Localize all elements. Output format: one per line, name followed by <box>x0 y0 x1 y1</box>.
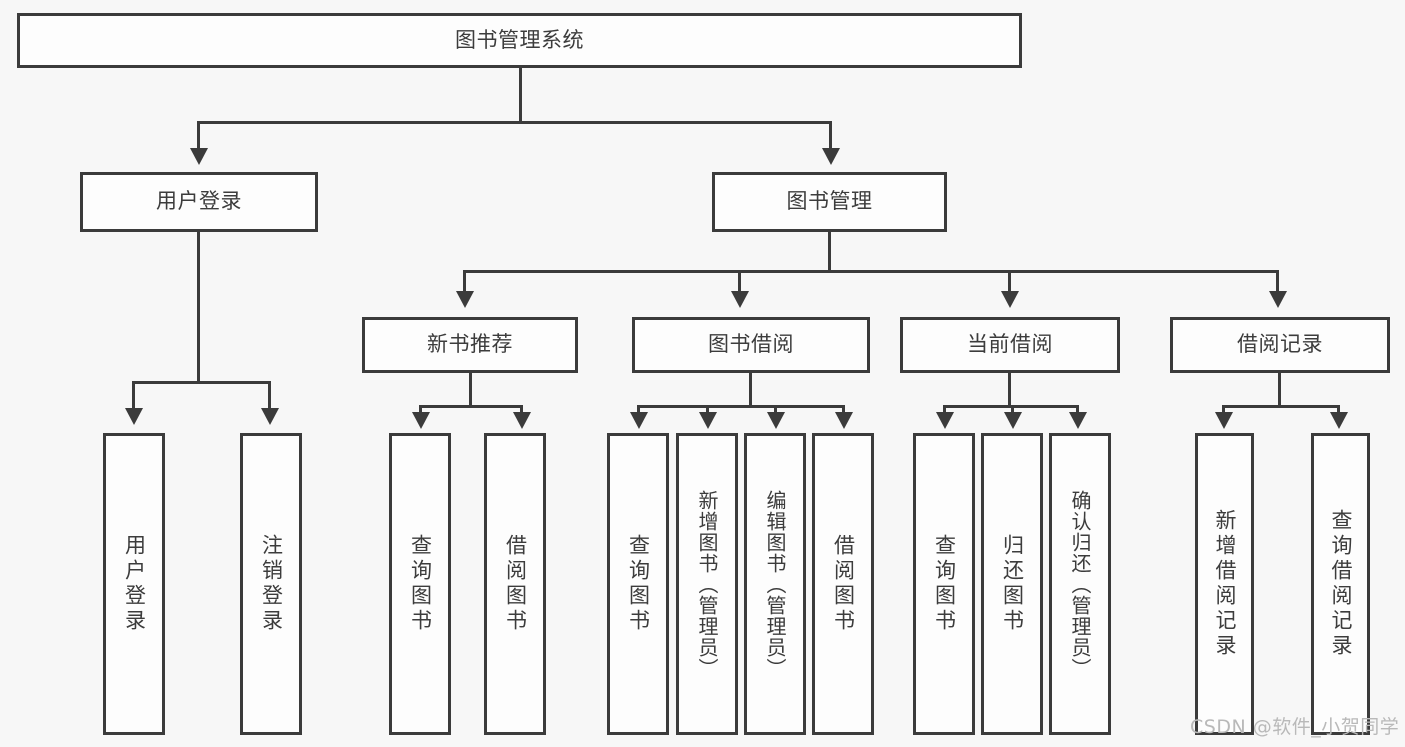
node-label: 用户登录 <box>122 534 147 634</box>
arrow-bb-leaf-1 <box>630 412 648 429</box>
connector-nbr-drop-1 <box>419 405 422 415</box>
node-label: 归还图书 <box>1000 534 1025 634</box>
connector-cb-stem <box>1008 373 1011 408</box>
leaf-br-add-record[interactable]: 新增借阅记录 <box>1195 433 1254 735</box>
node-label: 图书管理 <box>786 189 873 214</box>
node-book-borrow[interactable]: 图书借阅 <box>632 317 870 373</box>
node-label: 查询图书 <box>626 534 651 634</box>
leaf-cb-query-book[interactable]: 查询图书 <box>913 433 975 735</box>
connector-br-drop-2 <box>1337 405 1340 415</box>
node-label: 新书推荐 <box>427 332 513 357</box>
node-user-login[interactable]: 用户登录 <box>80 172 318 232</box>
connector-book-management-stem <box>828 232 831 272</box>
connector-user-login-stem <box>197 232 200 384</box>
node-label: 查询图书 <box>408 534 433 634</box>
connector-cb-drop-1 <box>943 405 946 415</box>
leaf-user-login-user-login[interactable]: 用户登录 <box>103 433 165 735</box>
connector-root-to-user-login <box>197 121 200 151</box>
arrow-bb-leaf-3 <box>767 412 785 429</box>
connector-bb-stem <box>749 373 752 408</box>
node-current-borrow[interactable]: 当前借阅 <box>900 317 1120 373</box>
leaf-user-login-logout[interactable]: 注销登录 <box>240 433 302 735</box>
arrow-bm-to-borrow-record <box>1269 291 1287 308</box>
leaf-nbr-borrow-book[interactable]: 借阅图书 <box>484 433 546 735</box>
arrow-cb-leaf-3 <box>1069 412 1087 429</box>
leaf-nbr-query-book[interactable]: 查询图书 <box>389 433 451 735</box>
node-label: 借阅图书 <box>503 534 528 634</box>
connector-br-drop-1 <box>1222 405 1225 415</box>
connector-bb-drop-1 <box>637 405 640 415</box>
node-label: 新增借阅记录 <box>1213 509 1237 659</box>
connector-bm-drop-2 <box>738 270 741 294</box>
node-label: 当前借阅 <box>967 332 1053 357</box>
node-label: 新增图书（管理员） <box>695 489 719 679</box>
arrow-nbr-leaf-2 <box>513 412 531 429</box>
node-label: 图书借阅 <box>708 332 794 357</box>
arrow-nbr-leaf-1 <box>412 412 430 429</box>
node-label: 确认归还（管理员） <box>1068 489 1092 679</box>
node-borrow-record[interactable]: 借阅记录 <box>1170 317 1390 373</box>
connector-user-login-drop-1 <box>132 381 135 411</box>
node-label: 查询图书 <box>932 534 957 634</box>
arrow-bm-to-new-book-recommend <box>456 291 474 308</box>
connector-bb-drop-4 <box>842 405 845 415</box>
node-label: 编辑图书（管理员） <box>763 489 787 679</box>
arrow-cb-leaf-1 <box>936 412 954 429</box>
node-root-book-management-system[interactable]: 图书管理系统 <box>17 13 1022 68</box>
arrow-root-to-book-management <box>822 148 840 165</box>
node-label: 借阅图书 <box>831 534 856 634</box>
connector-bm-drop-1 <box>463 270 466 294</box>
connector-root-bus <box>197 121 832 124</box>
csdn-watermark: CSDN @软件_小贺同学 <box>1190 716 1400 738</box>
connector-cb-drop-2 <box>1011 405 1014 415</box>
node-new-book-recommend[interactable]: 新书推荐 <box>362 317 578 373</box>
connector-br-bus <box>1222 405 1340 408</box>
connector-bb-drop-2 <box>706 405 709 415</box>
node-label: 图书管理系统 <box>455 27 584 52</box>
connector-user-login-drop-2 <box>268 381 271 411</box>
connector-br-stem <box>1278 373 1281 408</box>
arrow-user-login-leaf-2 <box>261 408 279 425</box>
arrow-cb-leaf-2 <box>1004 412 1022 429</box>
connector-root-to-book-management <box>829 121 832 151</box>
arrow-user-login-leaf-1 <box>125 408 143 425</box>
leaf-br-query-record[interactable]: 查询借阅记录 <box>1311 433 1370 735</box>
connector-nbr-bus <box>419 405 523 408</box>
connector-cb-drop-3 <box>1076 405 1079 415</box>
connector-bb-bus <box>637 405 845 408</box>
node-label: 查询借阅记录 <box>1329 509 1353 659</box>
node-book-management[interactable]: 图书管理 <box>712 172 947 232</box>
connector-bb-drop-3 <box>774 405 777 415</box>
leaf-bb-add-book-admin[interactable]: 新增图书（管理员） <box>676 433 738 735</box>
connector-book-management-bus <box>463 270 1279 273</box>
leaf-cb-return-book[interactable]: 归还图书 <box>981 433 1043 735</box>
leaf-cb-confirm-return-admin[interactable]: 确认归还（管理员） <box>1049 433 1111 735</box>
connector-root-stem <box>519 68 522 121</box>
arrow-bm-to-book-borrow <box>731 291 749 308</box>
connector-nbr-drop-2 <box>520 405 523 415</box>
node-label: 用户登录 <box>156 189 242 214</box>
connector-bm-drop-4 <box>1276 270 1279 294</box>
arrow-bb-leaf-2 <box>699 412 717 429</box>
node-label: 注销登录 <box>259 534 284 634</box>
arrow-bb-leaf-4 <box>835 412 853 429</box>
connector-user-login-bus <box>132 381 270 384</box>
arrow-br-leaf-2 <box>1330 412 1348 429</box>
arrow-root-to-user-login <box>190 148 208 165</box>
leaf-bb-query-book[interactable]: 查询图书 <box>607 433 669 735</box>
leaf-bb-edit-book-admin[interactable]: 编辑图书（管理员） <box>744 433 806 735</box>
arrow-bm-to-current-borrow <box>1001 291 1019 308</box>
leaf-bb-borrow-book[interactable]: 借阅图书 <box>812 433 874 735</box>
node-label: 借阅记录 <box>1237 332 1323 357</box>
connector-nbr-stem <box>469 373 472 408</box>
arrow-br-leaf-1 <box>1215 412 1233 429</box>
connector-bm-drop-3 <box>1008 270 1011 294</box>
